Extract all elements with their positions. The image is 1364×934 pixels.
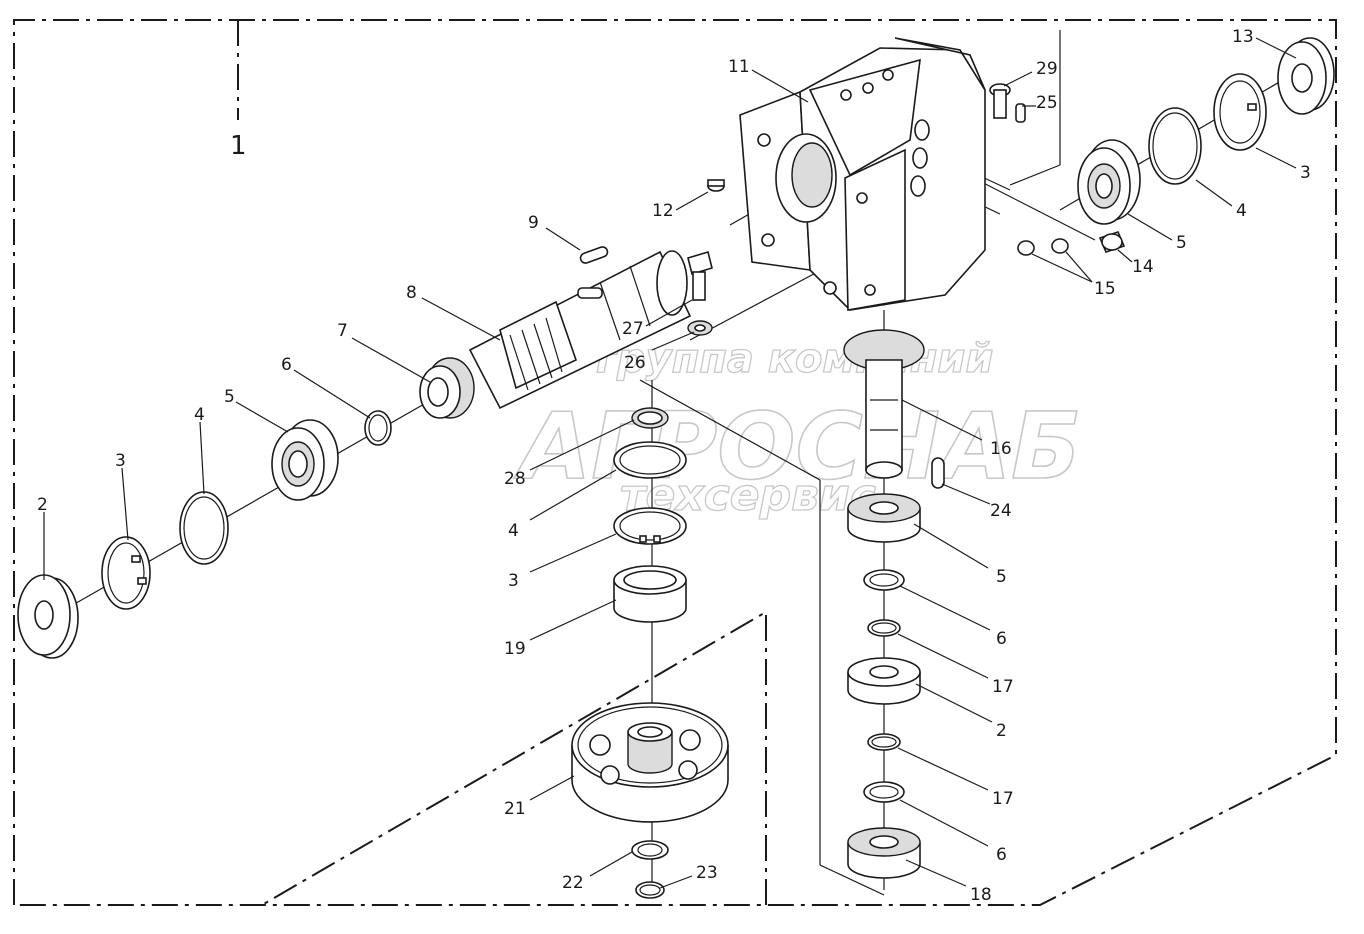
label-9: 9: [528, 213, 539, 233]
shim-4-right: [1148, 107, 1202, 185]
input-shaft-8: [468, 250, 692, 410]
label-22: 22: [562, 873, 584, 893]
circlip-17-lower: [867, 733, 901, 751]
label-14: 14: [1132, 257, 1154, 277]
label-6-lower: 6: [996, 845, 1007, 865]
bevel-gear-shaft-16: [843, 329, 925, 479]
label-16: 16: [990, 439, 1012, 459]
label-7: 7: [337, 321, 348, 341]
spacer-2-right: [847, 657, 921, 705]
bushing-19: [613, 565, 687, 623]
circlip-23: [635, 881, 665, 899]
shim-4-left: [179, 491, 229, 565]
ring-6-upper: [863, 569, 905, 591]
circlip-3-right: [1213, 73, 1267, 151]
pinion-gear-7: [419, 357, 475, 419]
label-17-lower: 17: [992, 789, 1014, 809]
label-4-center: 4: [508, 521, 519, 541]
label-2: 2: [37, 495, 48, 515]
label-3: 3: [115, 451, 126, 471]
pin-25: [1015, 103, 1026, 123]
label-28: 28: [504, 469, 526, 489]
label-8: 8: [406, 283, 417, 303]
label-4: 4: [194, 405, 205, 425]
cap-13: [1277, 37, 1335, 115]
circlip-3-center: [613, 507, 687, 545]
part-labels: 1 2 3 4 5 6 7 8 9 11 12 13 29 25 3 4 5 1…: [37, 27, 1311, 905]
watermark: группа компаний АГРОСНАБ техсервис: [513, 335, 1082, 521]
leader-lines: [43, 37, 1297, 889]
label-3-center: 3: [508, 571, 519, 591]
watermark-line2: АГРОСНАБ: [514, 393, 1081, 500]
key-9: [579, 246, 609, 264]
washer-26: [687, 320, 713, 336]
fitting-14: [1098, 231, 1126, 253]
label-13: 13: [1232, 27, 1254, 47]
label-19: 19: [504, 639, 526, 659]
key-24: [931, 457, 945, 489]
bearing-5-lower: [847, 493, 921, 543]
right-stack: [843, 329, 945, 879]
label-5-right: 5: [1176, 233, 1187, 253]
label-15: 15: [1094, 279, 1116, 299]
washer-22: [631, 840, 669, 860]
spacer-2-left: [17, 574, 79, 659]
watermark-line1: группа компаний: [596, 336, 993, 382]
label-6: 6: [281, 355, 292, 375]
ring-6-lower: [863, 781, 905, 803]
right-upper-assembly: [1077, 37, 1335, 225]
label-29: 29: [1036, 59, 1058, 79]
center-stack: [571, 407, 729, 899]
ring-28: [631, 407, 669, 429]
label-23: 23: [696, 863, 718, 883]
bolt-27: [687, 250, 713, 301]
label-17-upper: 17: [992, 677, 1014, 697]
label-1: 1: [230, 131, 247, 161]
left-shaft-assembly: [17, 246, 692, 659]
circlip-17-upper: [867, 619, 901, 637]
bearing-5-left: [271, 419, 339, 501]
label-27: 27: [622, 319, 644, 339]
plug-12: [707, 179, 725, 192]
label-6-upper: 6: [996, 629, 1007, 649]
assembly-boundary: [13, 19, 1337, 906]
bearing-5-right: [1077, 139, 1141, 225]
ring-6-left: [364, 410, 392, 446]
label-21: 21: [504, 799, 526, 819]
label-4-right: 4: [1236, 201, 1247, 221]
shim-4-center: [613, 441, 687, 479]
gearbox-housing-11: [739, 37, 986, 311]
label-3-right: 3: [1300, 163, 1311, 183]
label-24: 24: [990, 501, 1012, 521]
label-26: 26: [624, 353, 646, 373]
label-12: 12: [652, 201, 674, 221]
label-5: 5: [224, 387, 235, 407]
label-18: 18: [970, 885, 992, 905]
circlip-3-left: [101, 536, 151, 610]
label-25: 25: [1036, 93, 1058, 113]
gear-wheel-21: [571, 702, 729, 823]
nuts-15: [1017, 238, 1069, 256]
label-5-lower: 5: [996, 567, 1007, 587]
label-11: 11: [728, 57, 750, 77]
bearing-18: [847, 827, 921, 879]
screw-29: [989, 83, 1011, 119]
label-2-right: 2: [996, 721, 1007, 741]
